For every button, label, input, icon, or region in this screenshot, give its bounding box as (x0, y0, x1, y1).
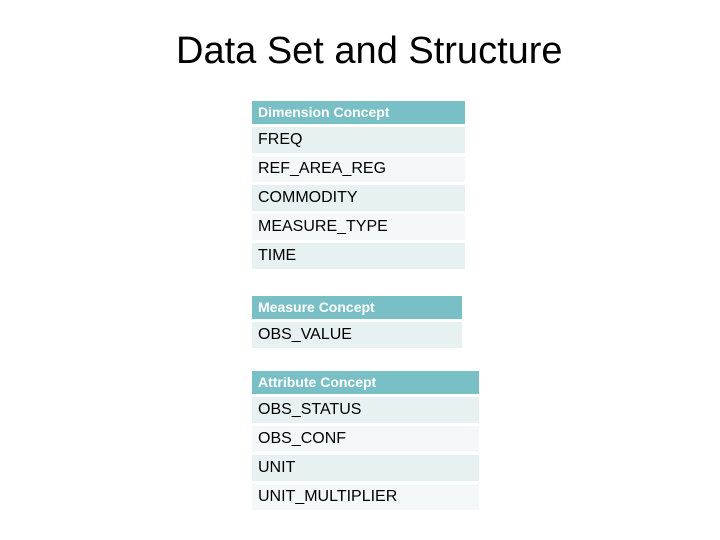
attribute-concept-table: Attribute Concept OBS_STATUS OBS_CONF UN… (252, 371, 479, 510)
table-row: OBS_VALUE (252, 322, 462, 348)
attribute-table-rows: OBS_STATUS OBS_CONF UNIT UNIT_MULTIPLIER (252, 397, 479, 510)
attribute-table-header: Attribute Concept (252, 371, 479, 394)
measure-table-header: Measure Concept (252, 296, 462, 319)
measure-concept-table: Measure Concept OBS_VALUE (252, 296, 462, 348)
table-row: OBS_STATUS (252, 397, 479, 423)
table-row: UNIT_MULTIPLIER (252, 484, 479, 510)
table-row: OBS_CONF (252, 426, 479, 452)
table-row: TIME (252, 243, 465, 269)
dimension-concept-table: Dimension Concept FREQ REF_AREA_REG COMM… (252, 101, 465, 269)
dimension-table-rows: FREQ REF_AREA_REG COMMODITY MEASURE_TYPE… (252, 127, 465, 269)
dimension-table-header: Dimension Concept (252, 101, 465, 124)
table-row: REF_AREA_REG (252, 156, 465, 182)
table-row: FREQ (252, 127, 465, 153)
table-row: UNIT (252, 455, 479, 481)
table-row: COMMODITY (252, 185, 465, 211)
measure-table-rows: OBS_VALUE (252, 322, 462, 348)
table-row: MEASURE_TYPE (252, 214, 465, 240)
slide-title: Data Set and Structure (176, 30, 563, 72)
